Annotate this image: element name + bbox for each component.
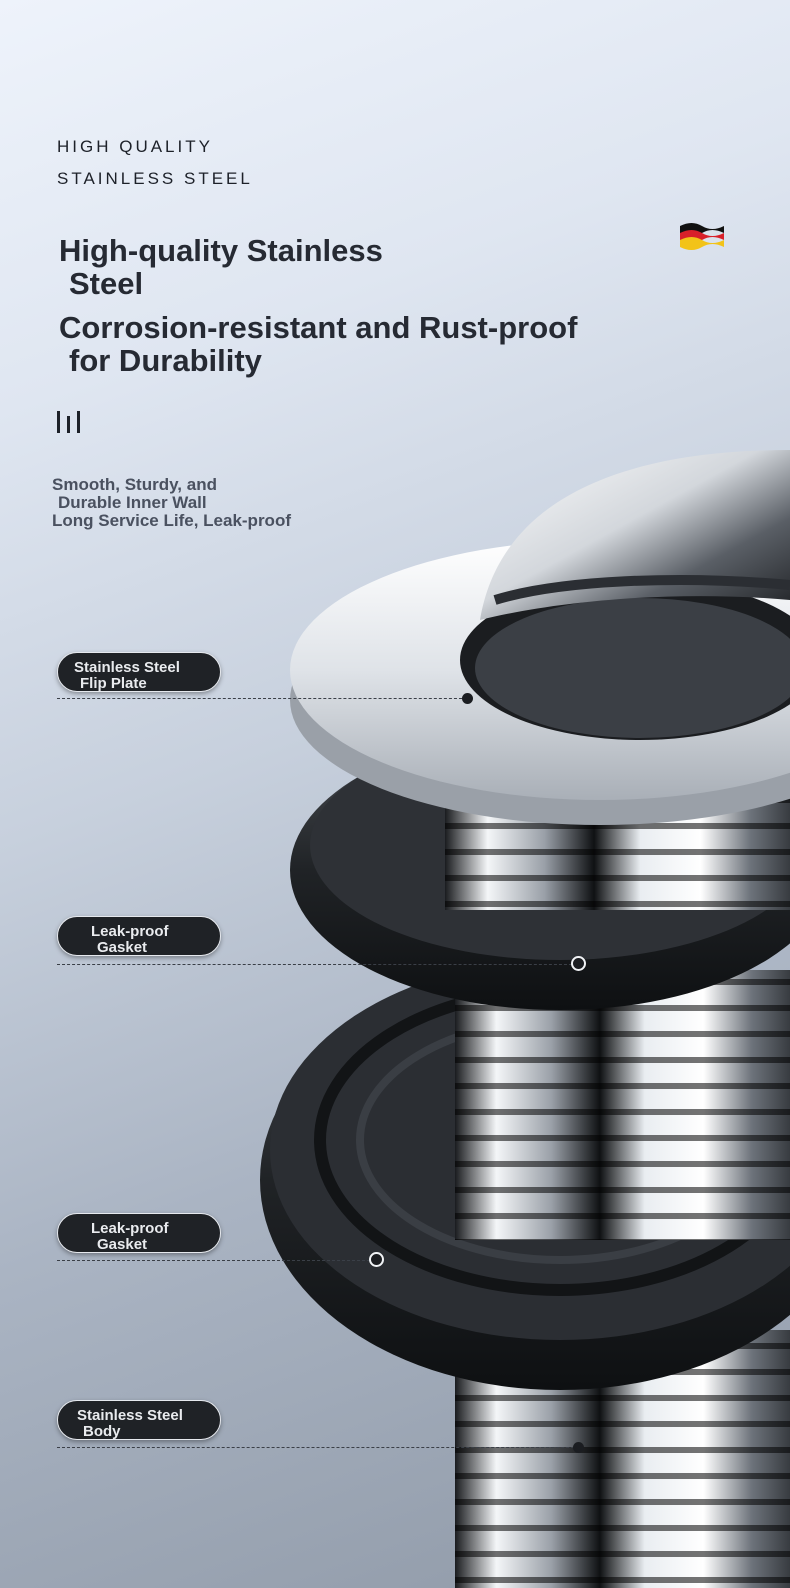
divider-bars-icon bbox=[57, 411, 80, 433]
callout-label-line1: Stainless Steel bbox=[77, 1407, 183, 1424]
feature-description: Smooth, Sturdy, and Durable Inner Wall L… bbox=[52, 476, 382, 530]
headline-material-line2: Steel bbox=[69, 266, 144, 301]
callout-label-line1: Leak-proof bbox=[91, 923, 169, 940]
headline-durability-line2: for Durability bbox=[69, 343, 262, 378]
callout-marker-dot bbox=[571, 956, 586, 971]
callout-body: Stainless Steel Body bbox=[57, 1400, 221, 1440]
callout-leader-line bbox=[57, 1260, 375, 1261]
callout-label-line2: Gasket bbox=[97, 1236, 148, 1253]
headline-material: High-quality Stainless Steel bbox=[59, 234, 679, 300]
callout-label-line1: Stainless Steel bbox=[74, 659, 180, 676]
callout-label-line2: Gasket bbox=[97, 939, 148, 956]
eyebrow-line2: STAINLESS STEEL bbox=[57, 169, 253, 188]
eyebrow-line1: HIGH QUALITY bbox=[57, 137, 213, 156]
callout-leader-line bbox=[57, 1447, 579, 1448]
callout-upper-gasket: Leak-proof Gasket bbox=[57, 916, 221, 956]
callout-marker-dot bbox=[573, 1442, 584, 1453]
callout-label-line2: Flip Plate bbox=[80, 675, 147, 692]
germany-flag-icon bbox=[680, 223, 724, 250]
callout-flip-plate: Stainless Steel Flip Plate bbox=[57, 652, 221, 692]
headline-durability-line1: Corrosion-resistant and Rust-proof bbox=[59, 310, 578, 345]
headline-durability: Corrosion-resistant and Rust-proof for D… bbox=[59, 311, 679, 377]
feature-line2: Durable Inner Wall bbox=[58, 493, 207, 512]
callout-marker-dot bbox=[462, 693, 473, 704]
callout-leader-line bbox=[57, 698, 467, 699]
callout-marker-dot bbox=[369, 1252, 384, 1267]
callout-label-line2: Body bbox=[83, 1423, 121, 1440]
callout-label-line1: Leak-proof bbox=[91, 1220, 169, 1237]
callout-lower-gasket: Leak-proof Gasket bbox=[57, 1213, 221, 1253]
feature-line1: Smooth, Sturdy, and bbox=[52, 475, 217, 494]
callout-leader-line bbox=[57, 964, 577, 965]
headline-material-line1: High-quality Stainless bbox=[59, 233, 383, 268]
feature-line3: Long Service Life, Leak-proof bbox=[52, 511, 291, 530]
